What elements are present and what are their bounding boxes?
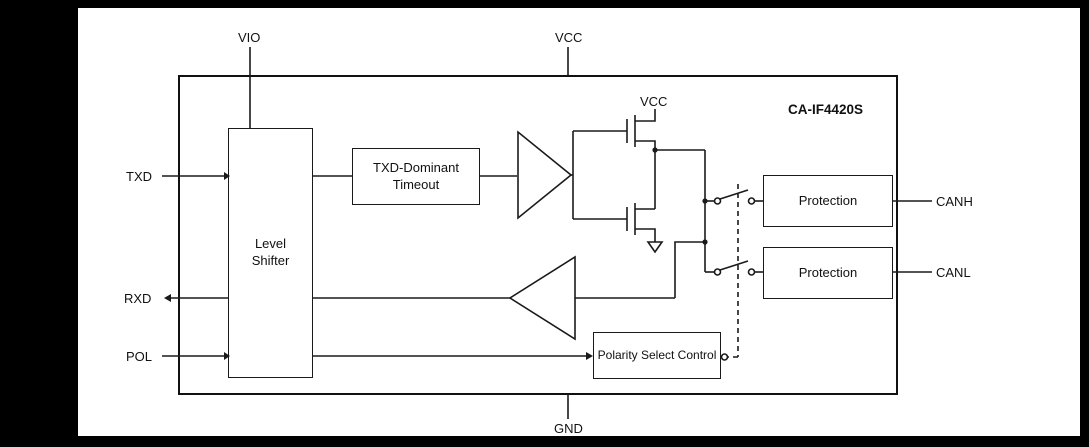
protection-canl-block: Protection (763, 247, 893, 299)
gnd-pin-label: GND (554, 421, 583, 436)
chip-outline (178, 75, 898, 395)
chip-name-label: CA-IF4420S (788, 102, 864, 117)
canh-pin-label: CANH (936, 194, 973, 209)
canl-pin-label: CANL (936, 265, 971, 280)
pol-pin-label: POL (126, 349, 153, 364)
polarity-select-control-block: Polarity Select Control (593, 332, 721, 379)
txd-pin-label: TXD (126, 169, 152, 184)
timeout-label-line2: Timeout (392, 176, 440, 192)
txd-dominant-timeout-block: TXD-Dominant Timeout (352, 148, 480, 205)
level-shifter-label-line1: Level (254, 236, 287, 252)
vio-pin-label: VIO (238, 30, 261, 45)
level-shifter-block: Level Shifter (228, 128, 313, 378)
protection-canh-block: Protection (763, 175, 893, 227)
vcc-pin-label: VCC (555, 30, 583, 45)
timeout-label-line1: TXD-Dominant (373, 159, 459, 175)
polarity-select-control-label: Polarity Select Control (597, 347, 717, 362)
protection-canh-label: Protection (798, 192, 858, 208)
rxd-pin-label: RXD (124, 291, 152, 306)
level-shifter-label-line2: Shifter (251, 253, 290, 268)
internal-vcc-label: VCC (640, 94, 668, 109)
protection-canl-label: Protection (798, 264, 858, 280)
